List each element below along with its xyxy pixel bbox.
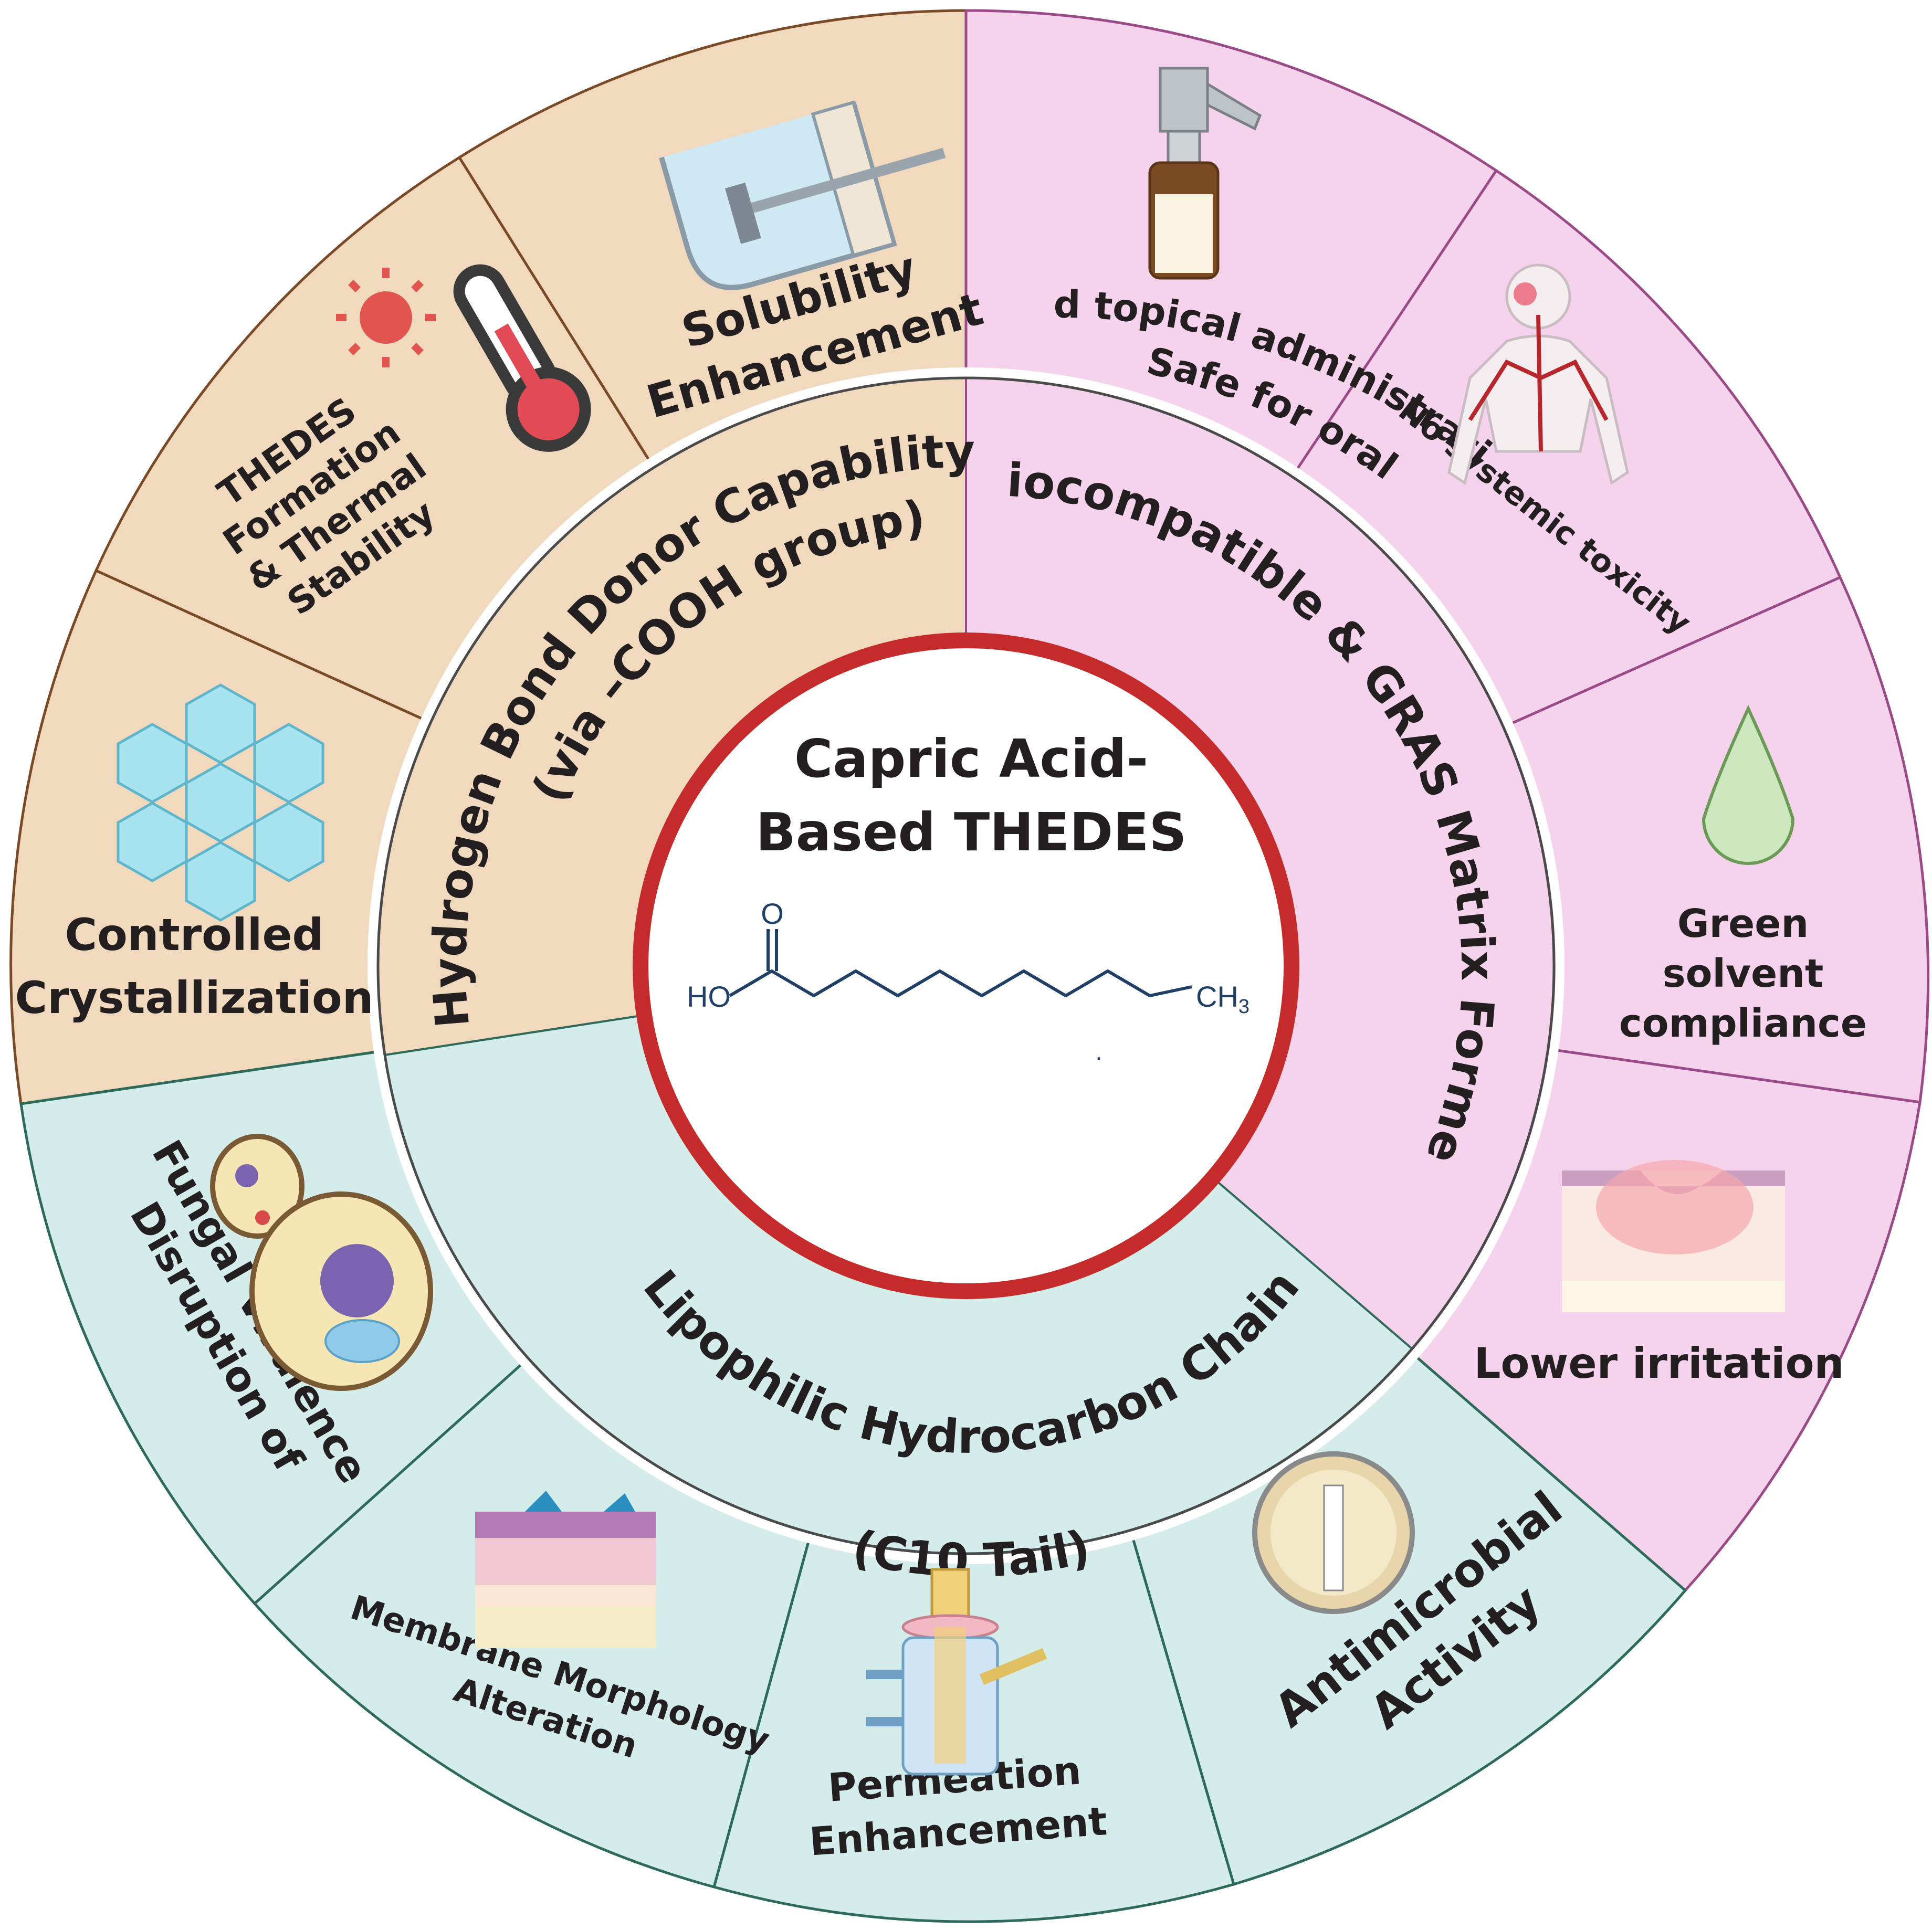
diffusion-cell-icon — [866, 1568, 1047, 1776]
droplet-icon — [1702, 704, 1795, 865]
hydroxyl-label: HO — [687, 980, 731, 1013]
spray-bottle-icon — [1148, 67, 1262, 280]
crystallization-line2: Crystallization — [15, 972, 373, 1024]
methyl-label: CH3 — [1196, 980, 1250, 1018]
crystal-lattice-icon — [117, 683, 324, 922]
center-title-line2: Based THEDES — [756, 801, 1187, 863]
petri-dish-icon — [1252, 1451, 1415, 1614]
stray-dot: · — [1095, 1043, 1103, 1071]
body-vasculature-icon — [1447, 263, 1629, 486]
lower-irritation-label: Lower irritation — [1474, 1339, 1844, 1388]
thermometer-icon — [453, 264, 591, 452]
crystallization-line1: Controlled — [65, 909, 323, 961]
green-solvent-line3: compliance — [1619, 1001, 1867, 1046]
skin-layers-icon — [475, 1491, 656, 1648]
carbon-chain — [729, 969, 1192, 997]
green-solvent-line1: Green — [1677, 901, 1809, 946]
skin-icon — [1562, 1160, 1785, 1312]
sun-icon — [336, 268, 436, 367]
capric-acid-structure: O HO CH3 · — [687, 897, 1250, 1071]
fungal-cell-icon — [210, 1134, 433, 1391]
syringe-icon — [659, 100, 946, 290]
green-solvent-line2: solvent — [1663, 951, 1824, 996]
oxygen-label: O — [761, 897, 784, 930]
center-disc: Capric Acid- Based THEDES O HO CH3 · — [633, 632, 1299, 1299]
center-title-line1: Capric Acid- — [794, 728, 1148, 789]
